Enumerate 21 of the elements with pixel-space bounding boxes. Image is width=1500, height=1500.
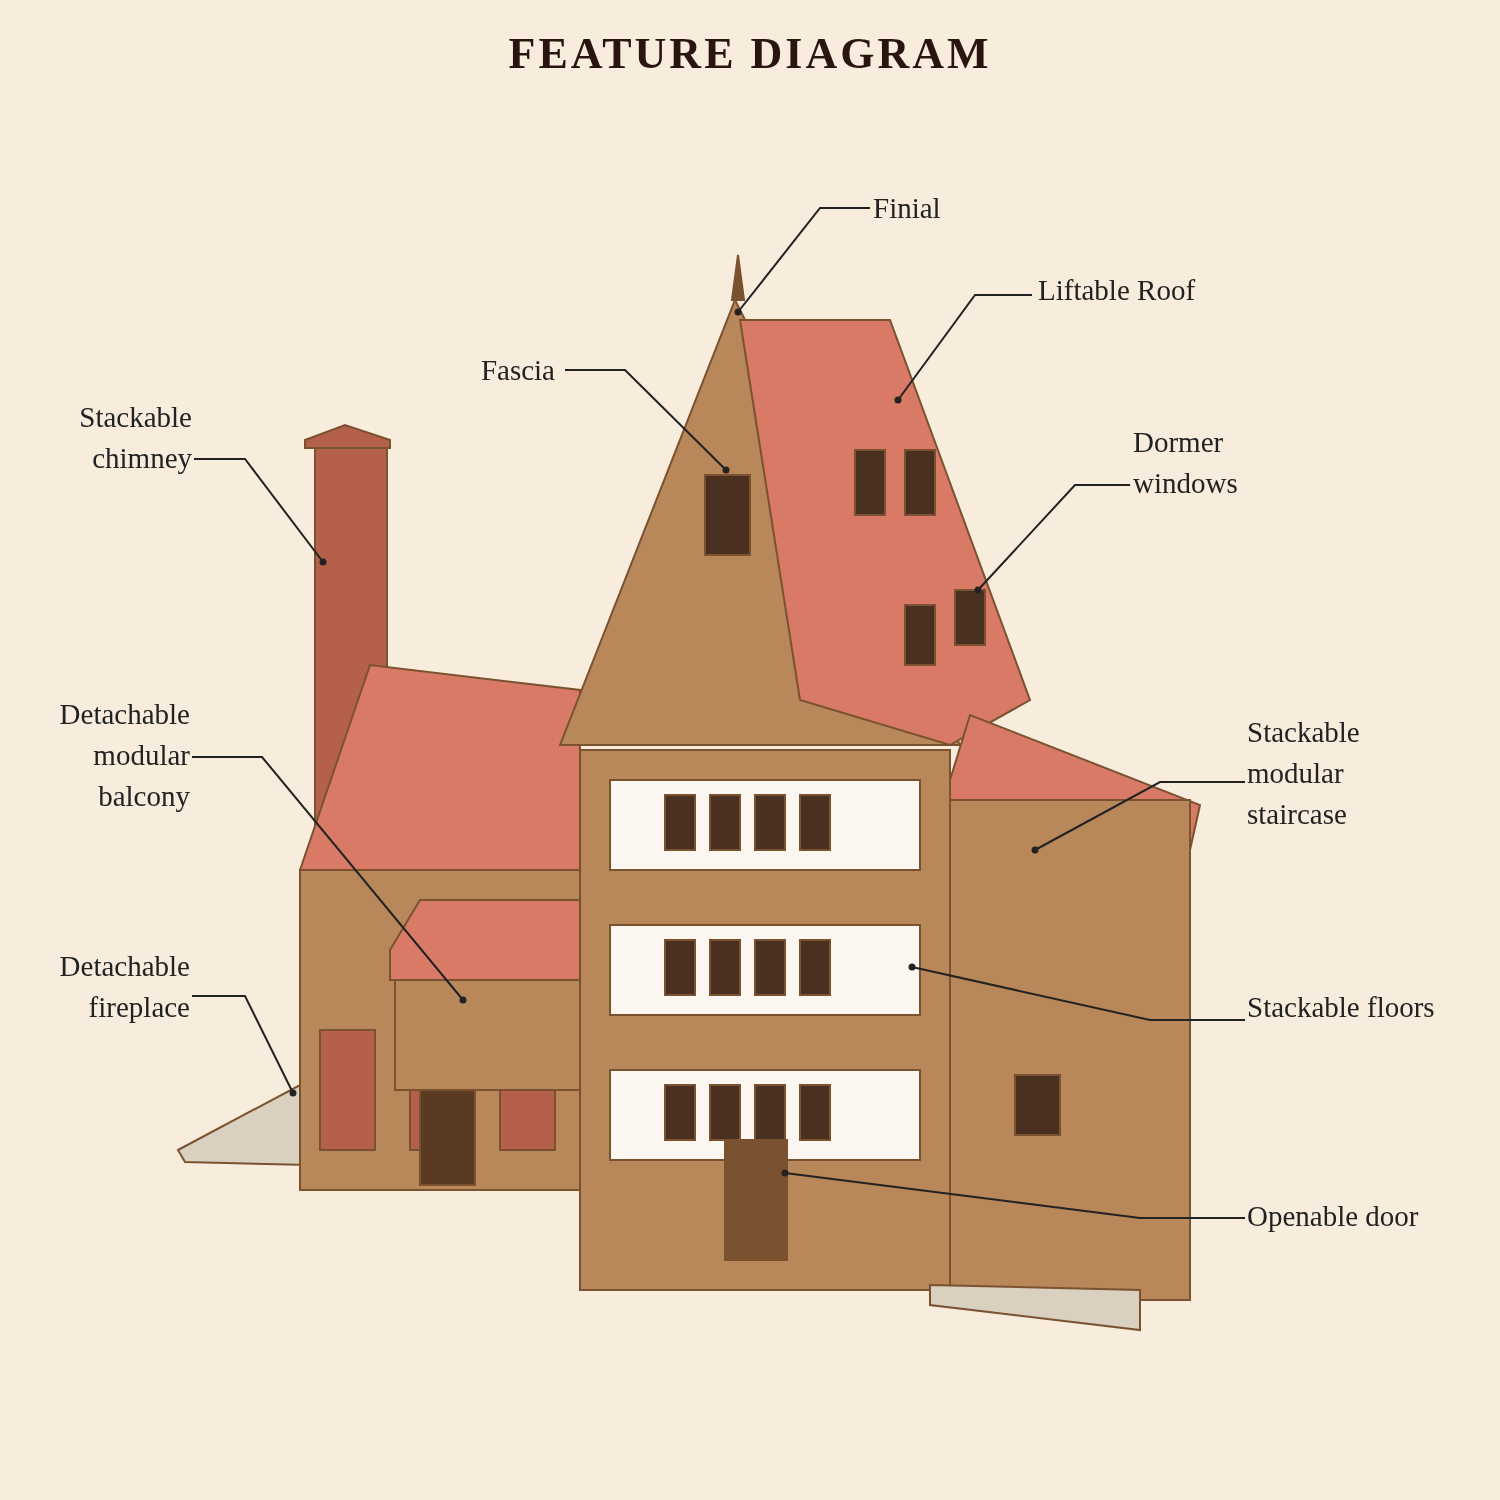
leader-line [908,963,1246,1021]
callout-label: Detachable modular balcony [30,694,190,817]
leader-line [781,1169,1246,1219]
callout-label: Openable door [1247,1196,1419,1237]
leader-line [191,995,297,1097]
leader-line [894,294,1033,404]
leader-line [974,484,1131,594]
callout-label: Dormer windows [1133,422,1263,504]
leader-line [1031,781,1246,854]
title: FEATURE DIAGRAM [507,28,993,79]
leader-line [191,756,467,1004]
leader-line [193,458,327,566]
callout-label: Stackable floors [1247,987,1435,1028]
leader-line [734,207,871,316]
callout-label: Liftable Roof [1038,270,1196,311]
leader-line [564,369,730,474]
callout-label: Stackable chimney [62,397,192,479]
callout-label: Finial [873,188,941,229]
callout-label: Fascia [480,350,555,391]
callout-label: Detachable fireplace [0,946,190,1028]
callout-label: Stackable modular staircase [1247,712,1387,835]
